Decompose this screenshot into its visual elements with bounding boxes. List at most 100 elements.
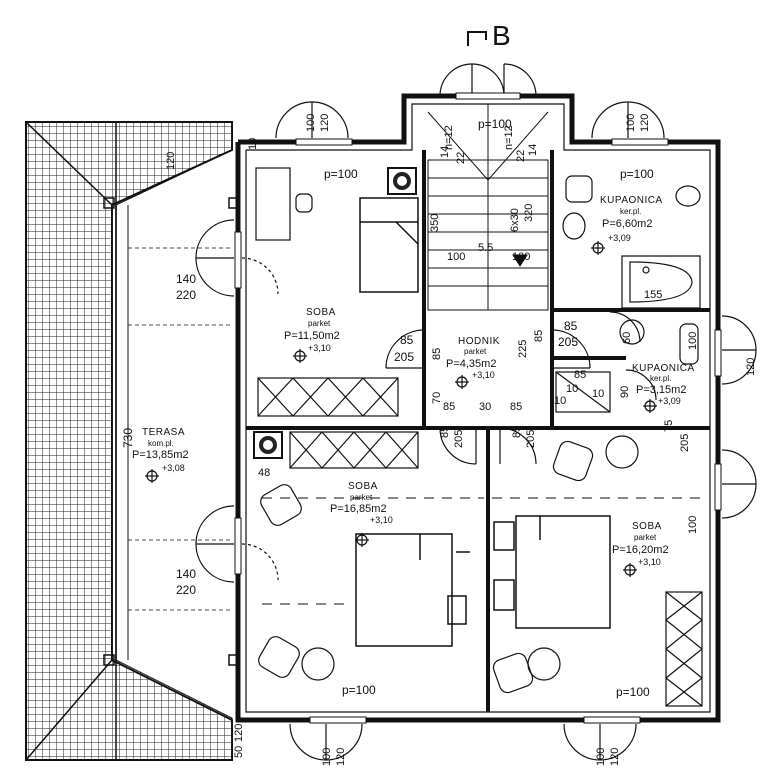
dim-edge-10: 10 — [247, 137, 259, 150]
inner-wall-lines — [245, 103, 711, 713]
hodnik-area: P=4,35m2 — [446, 358, 497, 370]
dim-win-120-bl: 120 — [335, 747, 347, 766]
bathroom1-fixtures — [562, 175, 701, 309]
soba2-name: SOBA — [348, 481, 378, 492]
dim-edge-50: 50 — [233, 745, 245, 758]
dim-hall-85-v2: 85 — [533, 329, 545, 342]
dim-win-100-right-1: 100 — [687, 331, 699, 350]
dim-hall-85-v1: 85 — [431, 347, 443, 360]
dim-bath-10c: 10 — [554, 395, 567, 407]
soba2-level: +3,10 — [370, 515, 393, 525]
bathroom2-fixtures — [555, 319, 699, 413]
dim-door-205-d: 205 — [525, 429, 537, 448]
dim-stair-350: 350 — [429, 213, 441, 232]
dim-stair-14b: 14 — [527, 143, 539, 156]
dim-win-100-bl: 100 — [321, 747, 333, 766]
dim-bath2-205: 205 — [679, 433, 691, 452]
kup1-area: P=6,60m2 — [602, 218, 653, 230]
dim-stair-22b: 22 — [515, 149, 527, 162]
kup2-area: P=3,15m2 — [636, 384, 687, 396]
soba2-finish: parket — [350, 493, 373, 502]
soba2-area: P=16,85m2 — [330, 503, 387, 515]
kup2-name: KUPAONICA — [632, 363, 695, 374]
dim-terrace-door-top-w: 140 — [176, 272, 197, 286]
dim-stair-n2: n=12 — [503, 125, 515, 150]
dim-p100-top-right: p=100 — [620, 167, 654, 181]
dim-stair-6x30: 6x30 — [509, 208, 521, 232]
wardrobe-soba1 — [257, 377, 399, 417]
dim-door-85-c: 85 — [439, 425, 451, 438]
dashed-lines — [262, 497, 706, 605]
terasa-level: +3,08 — [162, 463, 185, 473]
window-arcs — [195, 63, 757, 761]
dim-win-120-top-l: 120 — [319, 113, 331, 132]
dim-p100-bottom-right: p=100 — [616, 685, 650, 699]
bed-soba1 — [359, 197, 419, 293]
bed-soba2 — [355, 533, 470, 647]
dim-door-85-d: 85 — [511, 425, 523, 438]
dim-door-205-b: 205 — [558, 335, 579, 349]
kup2-level: +3,09 — [658, 396, 681, 406]
dim-stair-100-right: 100 — [512, 251, 531, 263]
dim-p100-bottom-left: p=100 — [342, 683, 376, 697]
soba1-level: +3,10 — [308, 343, 331, 353]
soba3-level: +3,10 — [638, 557, 661, 567]
staircase — [427, 104, 549, 311]
dim-bath-155: 155 — [644, 289, 663, 301]
dim-win-100-br: 100 — [595, 747, 607, 766]
section-arrow — [467, 31, 487, 46]
dim-terrace-door-bottom-w: 140 — [176, 567, 197, 581]
dim-edge-120: 120 — [233, 723, 245, 742]
dim-hall-70: 70 — [431, 391, 443, 404]
bed-soba3 — [493, 515, 611, 629]
dim-terrace-door-top-h: 220 — [176, 288, 197, 302]
soba3-name: SOBA — [632, 521, 662, 532]
dim-hall-30: 30 — [479, 401, 492, 413]
kup1-finish: ker.pl. — [620, 207, 642, 216]
dim-bath-90: 90 — [619, 385, 631, 398]
soba3-finish: parket — [634, 533, 657, 542]
dim-stair-100-left: 100 — [447, 251, 466, 263]
hodnik-level: +3,10 — [472, 370, 495, 380]
dim-stair-320: 320 — [523, 203, 535, 222]
dim-win-120-right: 120 — [745, 357, 757, 376]
soba3-area: P=16,20m2 — [612, 544, 669, 556]
dim-bath-10b: 10 — [592, 388, 605, 400]
dim-door-85-b: 85 — [564, 319, 578, 333]
soba1-finish: parket — [308, 319, 331, 328]
dim-bath2-75: 75 — [663, 419, 675, 432]
dim-stair-22a: 22 — [455, 151, 467, 164]
dim-win-100-top-r: 100 — [625, 113, 637, 132]
dim-bath-85: 85 — [574, 369, 587, 381]
wardrobe-soba2 — [289, 431, 419, 469]
chimney-top — [387, 167, 417, 195]
kup1-name: KUPAONICA — [600, 195, 663, 206]
dim-p100-top-left: p=100 — [324, 167, 358, 181]
roof-hatch — [25, 121, 240, 761]
dim-win-100-top-l: 100 — [305, 113, 317, 132]
section-label: B — [492, 20, 511, 51]
dim-door-205-c: 205 — [453, 429, 465, 448]
dim-bath-60: 60 — [621, 331, 633, 344]
dim-hall-225: 225 — [517, 339, 529, 358]
chairs — [258, 435, 639, 694]
hodnik-finish: parket — [464, 347, 487, 356]
dim-p100-stair: p=100 — [478, 117, 512, 131]
level-markers — [145, 241, 657, 577]
kup1-level: +3,09 — [608, 233, 631, 243]
dim-win-120-br: 120 — [609, 747, 621, 766]
terasa-name: TERASA — [142, 427, 186, 438]
dim-wall-48: 48 — [258, 467, 271, 479]
kup2-finish: ker.pl. — [650, 374, 672, 383]
soba1-area: P=11,50m2 — [284, 330, 340, 342]
terasa-area: P=13,85m2 — [132, 449, 189, 461]
dim-win-120-top-r: 120 — [639, 113, 651, 132]
dim-hall-85-h1: 85 — [443, 401, 456, 413]
dim-hall-85-h2: 85 — [510, 401, 523, 413]
dim-terrace-door-bottom-h: 220 — [176, 583, 197, 597]
dim-win-100-right-2: 100 — [687, 515, 699, 534]
dim-terrace-depth: 730 — [121, 427, 135, 448]
partitions — [246, 150, 710, 712]
dim-door-205-a: 205 — [394, 350, 415, 364]
